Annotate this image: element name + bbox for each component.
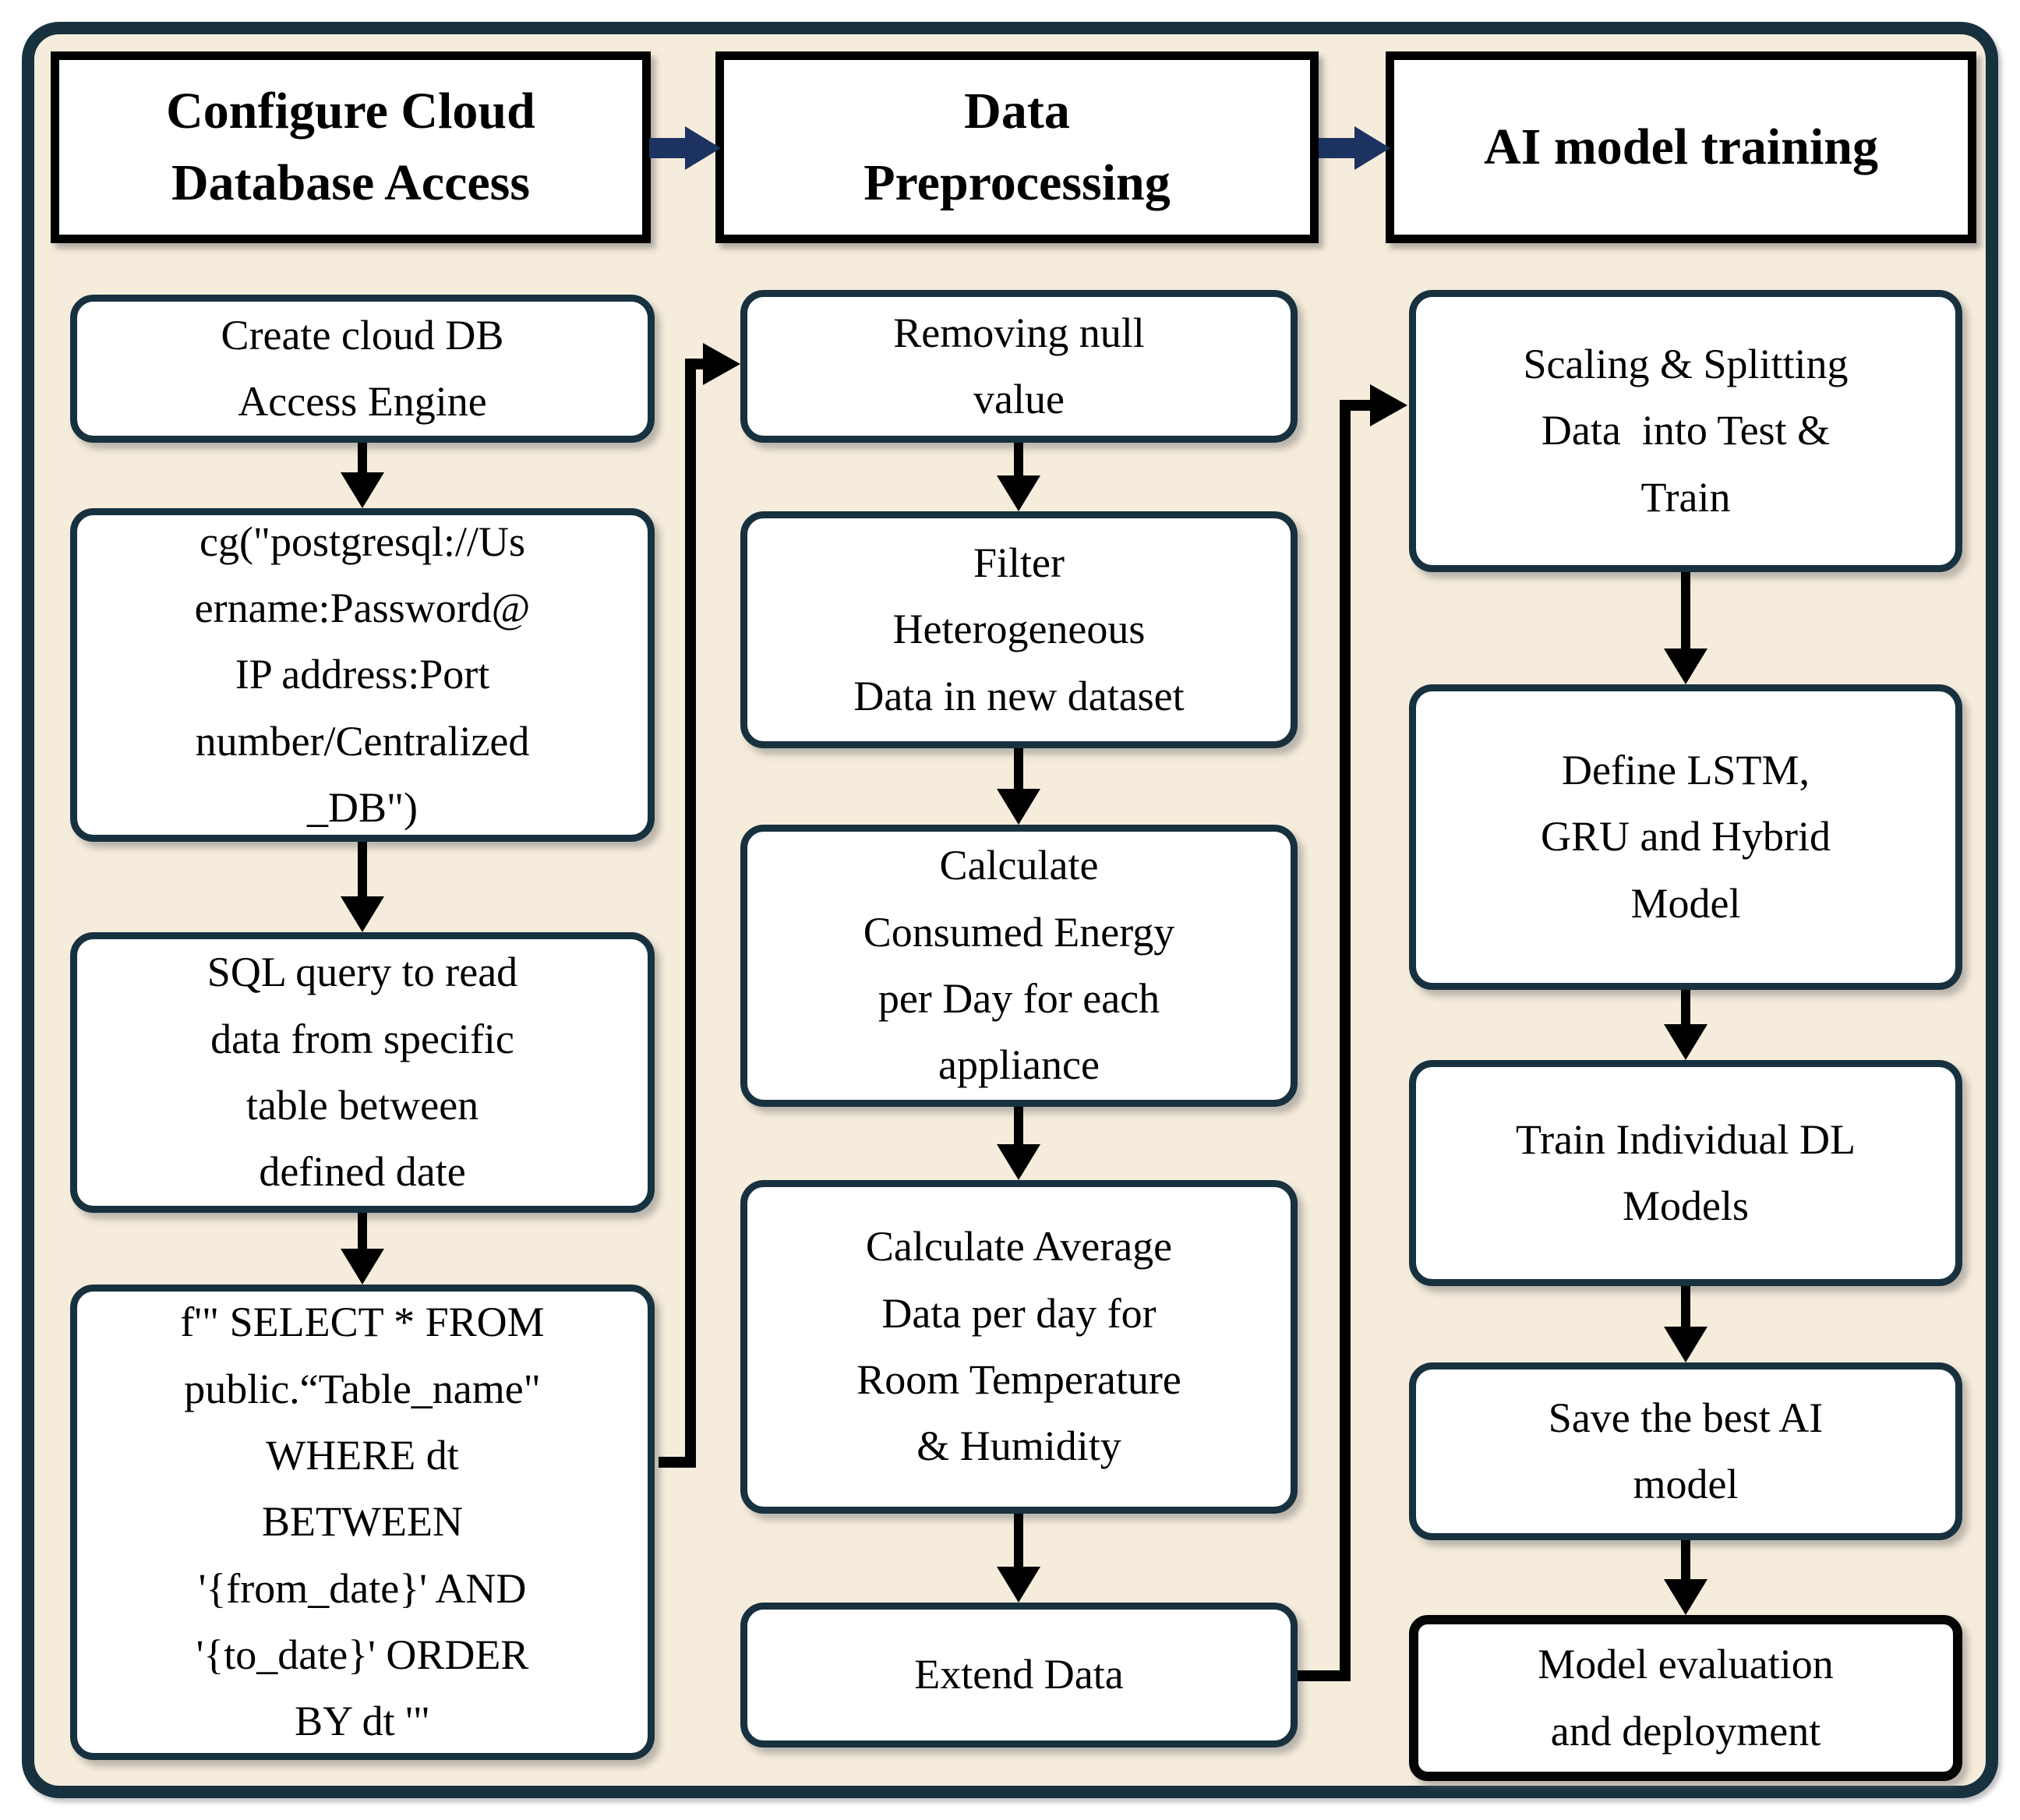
arrow-stem [1014, 748, 1023, 790]
arrow-head [997, 475, 1040, 511]
arrow-stem [1681, 1286, 1690, 1328]
arrow-head [1664, 648, 1707, 684]
arrow-head [1354, 126, 1390, 170]
arrow-stem [649, 138, 688, 158]
box-scaling-splitting-label: Scaling & Splitting Data into Test & Tra… [1523, 341, 1849, 521]
box-create-cloud-db-engine-label: Create cloud DB Access Engine [221, 311, 504, 425]
box-removing-null: Removing null value [740, 290, 1298, 443]
header-ai-model-training: AI model training [1386, 51, 1976, 243]
header-configure-cloud-db: Configure Cloud Database Access [51, 51, 651, 243]
box-define-models-label: Define LSTM, GRU and Hybrid Model [1541, 747, 1831, 927]
arrow-stem [1681, 572, 1690, 650]
header-configure-cloud-db-label: Configure Cloud Database Access [166, 82, 535, 211]
box-sql-query-read: SQL query to read data from specific tab… [70, 932, 655, 1213]
arrow-head [341, 472, 384, 508]
box-extend-data: Extend Data [740, 1603, 1298, 1748]
arrow-stem [1319, 138, 1358, 158]
box-calc-average-data: Calculate Average Data per day for Room … [740, 1180, 1298, 1514]
arrow-head [341, 896, 384, 932]
box-scaling-splitting: Scaling & Splitting Data into Test & Tra… [1409, 290, 1962, 572]
box-create-cloud-db-engine: Create cloud DB Access Engine [70, 295, 655, 443]
arrow-stem [358, 1213, 367, 1250]
box-save-best-model-label: Save the best AI model [1548, 1394, 1824, 1507]
arrow-head [341, 1249, 384, 1285]
box-train-models: Train Individual DL Models [1409, 1060, 1962, 1286]
arrow-head [1664, 1024, 1707, 1060]
arrow-stem [358, 443, 367, 474]
arrow-head [1664, 1327, 1707, 1362]
header-ai-model-training-label: AI model training [1483, 118, 1879, 175]
arrow-stem [1681, 1540, 1690, 1581]
box-removing-null-label: Removing null value [893, 309, 1145, 422]
box-save-best-model: Save the best AI model [1409, 1362, 1962, 1540]
arrow-stem [1014, 443, 1023, 477]
box-calc-consumed-energy-label: Calculate Consumed Energy per Day for ea… [863, 842, 1175, 1089]
header-data-preprocessing-label: Data Preprocessing [863, 82, 1171, 211]
box-postgresql-connection-string: cg("postgresql://Us ername:Password@ IP … [70, 508, 655, 842]
box-define-models: Define LSTM, GRU and Hybrid Model [1409, 684, 1962, 990]
arrow-stem [358, 842, 367, 898]
arrow-head [1664, 1579, 1707, 1615]
box-calc-average-data-label: Calculate Average Data per day for Room … [856, 1223, 1181, 1470]
header-data-preprocessing: Data Preprocessing [715, 51, 1319, 243]
box-select-statement: f'" SELECT * FROM public.“Table_name" WH… [70, 1285, 655, 1760]
box-train-models-label: Train Individual DL Models [1516, 1115, 1856, 1229]
arrow-head [997, 789, 1040, 825]
box-extend-data-label: Extend Data [914, 1651, 1124, 1698]
box-filter-heterogeneous-label: Filter Heterogeneous Data in new dataset [853, 539, 1185, 719]
box-model-evaluation: Model evaluation and deployment [1409, 1615, 1962, 1781]
box-sql-query-read-label: SQL query to read data from specific tab… [207, 949, 518, 1196]
box-calc-consumed-energy: Calculate Consumed Energy per Day for ea… [740, 825, 1298, 1107]
arrow-stem [1014, 1107, 1023, 1146]
arrow-head [997, 1144, 1040, 1180]
arrow-stem [1681, 990, 1690, 1026]
arrow-head [685, 126, 721, 170]
arrow-head [997, 1567, 1040, 1603]
arrow-stem [1014, 1514, 1023, 1568]
box-filter-heterogeneous: Filter Heterogeneous Data in new dataset [740, 511, 1298, 748]
box-model-evaluation-label: Model evaluation and deployment [1538, 1641, 1834, 1755]
box-postgresql-connection-string-label: cg("postgresql://Us ername:Password@ IP … [194, 518, 531, 831]
box-select-statement-label: f'" SELECT * FROM public.“Table_name" WH… [180, 1299, 545, 1745]
